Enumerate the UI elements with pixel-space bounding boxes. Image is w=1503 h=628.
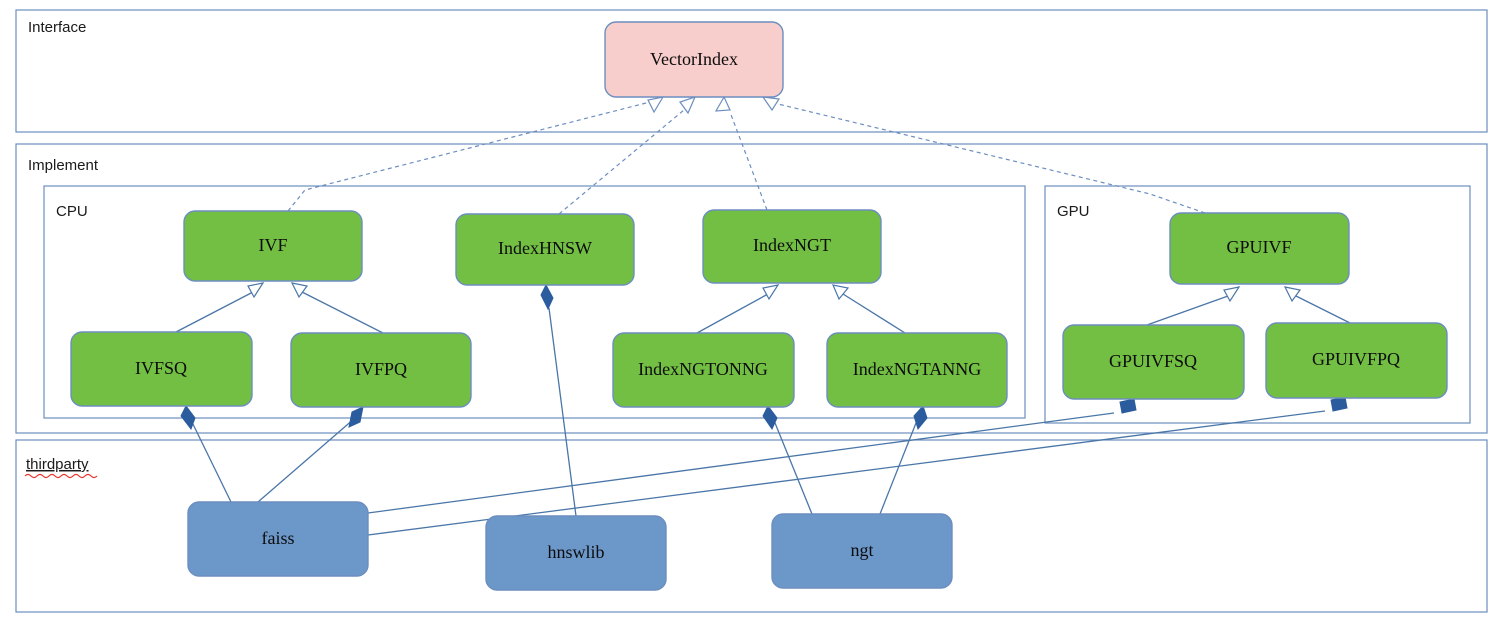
- node-faiss-rect[interactable]: [187, 501, 369, 577]
- node-gpuivfsq-rect[interactable]: [1062, 324, 1245, 400]
- node-gpuivf-rect[interactable]: [1169, 212, 1350, 285]
- edge-ivfpq-to-ivf: [290, 282, 384, 334]
- node-faiss[interactable]: faiss: [187, 501, 369, 577]
- node-ivfsq-rect[interactable]: [70, 331, 253, 407]
- edge-faiss-to-ivfpq: [257, 406, 364, 503]
- node-gpuivf-label: GPUIVF: [1226, 237, 1291, 257]
- node-indexngt-label: IndexNGT: [753, 235, 831, 255]
- node-hnswlib-label: hnswlib: [547, 542, 604, 562]
- edge-hnswlib-to-indexhnsw: [540, 283, 577, 517]
- node-ivfpq-label: IVFPQ: [355, 359, 407, 379]
- edge-indexhnsw-to-vectorindex: [558, 96, 697, 215]
- node-gpuivfpq[interactable]: GPUIVFPQ: [1265, 322, 1448, 399]
- node-ivfpq[interactable]: IVFPQ: [290, 332, 472, 408]
- edge-gpuivfsq-to-gpuivf: [1146, 286, 1241, 326]
- node-indexhnsw-label: IndexHNSW: [498, 238, 592, 258]
- node-indexhnsw[interactable]: IndexHNSW: [455, 213, 635, 286]
- node-indexngtanng[interactable]: IndexNGTANNG: [826, 332, 1008, 408]
- edge-ngt-to-indexngtonng: [762, 405, 813, 515]
- node-ivf-rect[interactable]: [183, 210, 363, 282]
- node-gpuivfsq-label: GPUIVFSQ: [1109, 351, 1197, 371]
- node-ivfsq[interactable]: IVFSQ: [70, 331, 253, 407]
- node-ngt-rect[interactable]: [771, 513, 953, 589]
- edge-ivf-to-vectorindex: [287, 96, 665, 212]
- node-indexngt-rect[interactable]: [702, 209, 882, 284]
- container-gpu-label: GPU: [1057, 203, 1090, 220]
- node-indexngt[interactable]: IndexNGT: [702, 209, 882, 284]
- edge-indexngt-to-vectorindex: [714, 95, 768, 211]
- node-indexngtanng-label: IndexNGTANNG: [853, 359, 982, 379]
- node-indexngtonng-rect[interactable]: [612, 332, 795, 408]
- node-vectorindex[interactable]: VectorIndex: [604, 21, 784, 98]
- edge-gpuivf-to-vectorindex: [761, 96, 1206, 214]
- edge-faiss-to-ivfsq: [180, 405, 232, 503]
- spellcheck-squiggle: [24, 473, 98, 479]
- node-indexngtonng-label: IndexNGTONNG: [638, 359, 768, 379]
- node-indexngtanng-rect[interactable]: [826, 332, 1008, 408]
- node-gpuivfsq[interactable]: GPUIVFSQ: [1062, 324, 1245, 400]
- node-indexhnsw-rect[interactable]: [455, 213, 635, 286]
- node-gpuivfpq-label: GPUIVFPQ: [1312, 349, 1400, 369]
- container-cpu-label: CPU: [56, 203, 88, 220]
- node-hnswlib[interactable]: hnswlib: [485, 515, 667, 591]
- edge-faiss-to-gpuivfpq: [367, 396, 1348, 536]
- node-gpuivfpq-rect[interactable]: [1265, 322, 1448, 399]
- node-ivf[interactable]: IVF: [183, 210, 363, 282]
- edge-indexngtonng-to-indexngt: [696, 284, 780, 334]
- node-vectorindex-label: VectorIndex: [650, 49, 738, 69]
- container-implement-label: Implement: [28, 157, 99, 174]
- node-faiss-label: faiss: [262, 528, 295, 548]
- container-thirdparty-label: thirdparty: [26, 456, 89, 473]
- edge-indexngtanng-to-indexngt: [831, 284, 906, 334]
- node-ivfsq-label: IVFSQ: [135, 358, 187, 378]
- node-ngt[interactable]: ngt: [771, 513, 953, 589]
- container-interface-label: Interface: [28, 19, 86, 36]
- edge-ngt-to-indexngtanng: [879, 405, 928, 515]
- node-indexngtonng[interactable]: IndexNGTONNG: [612, 332, 795, 408]
- node-vectorindex-rect[interactable]: [604, 21, 784, 98]
- edge-faiss-to-gpuivfsq: [367, 398, 1137, 514]
- node-ivf-label: IVF: [258, 235, 287, 255]
- node-hnswlib-rect[interactable]: [485, 515, 667, 591]
- edge-gpuivfpq-to-gpuivf: [1283, 286, 1351, 324]
- node-ngt-label: ngt: [850, 540, 873, 560]
- node-ivfpq-rect[interactable]: [290, 332, 472, 408]
- edge-ivfsq-to-ivf: [175, 282, 265, 333]
- node-gpuivf[interactable]: GPUIVF: [1169, 212, 1350, 285]
